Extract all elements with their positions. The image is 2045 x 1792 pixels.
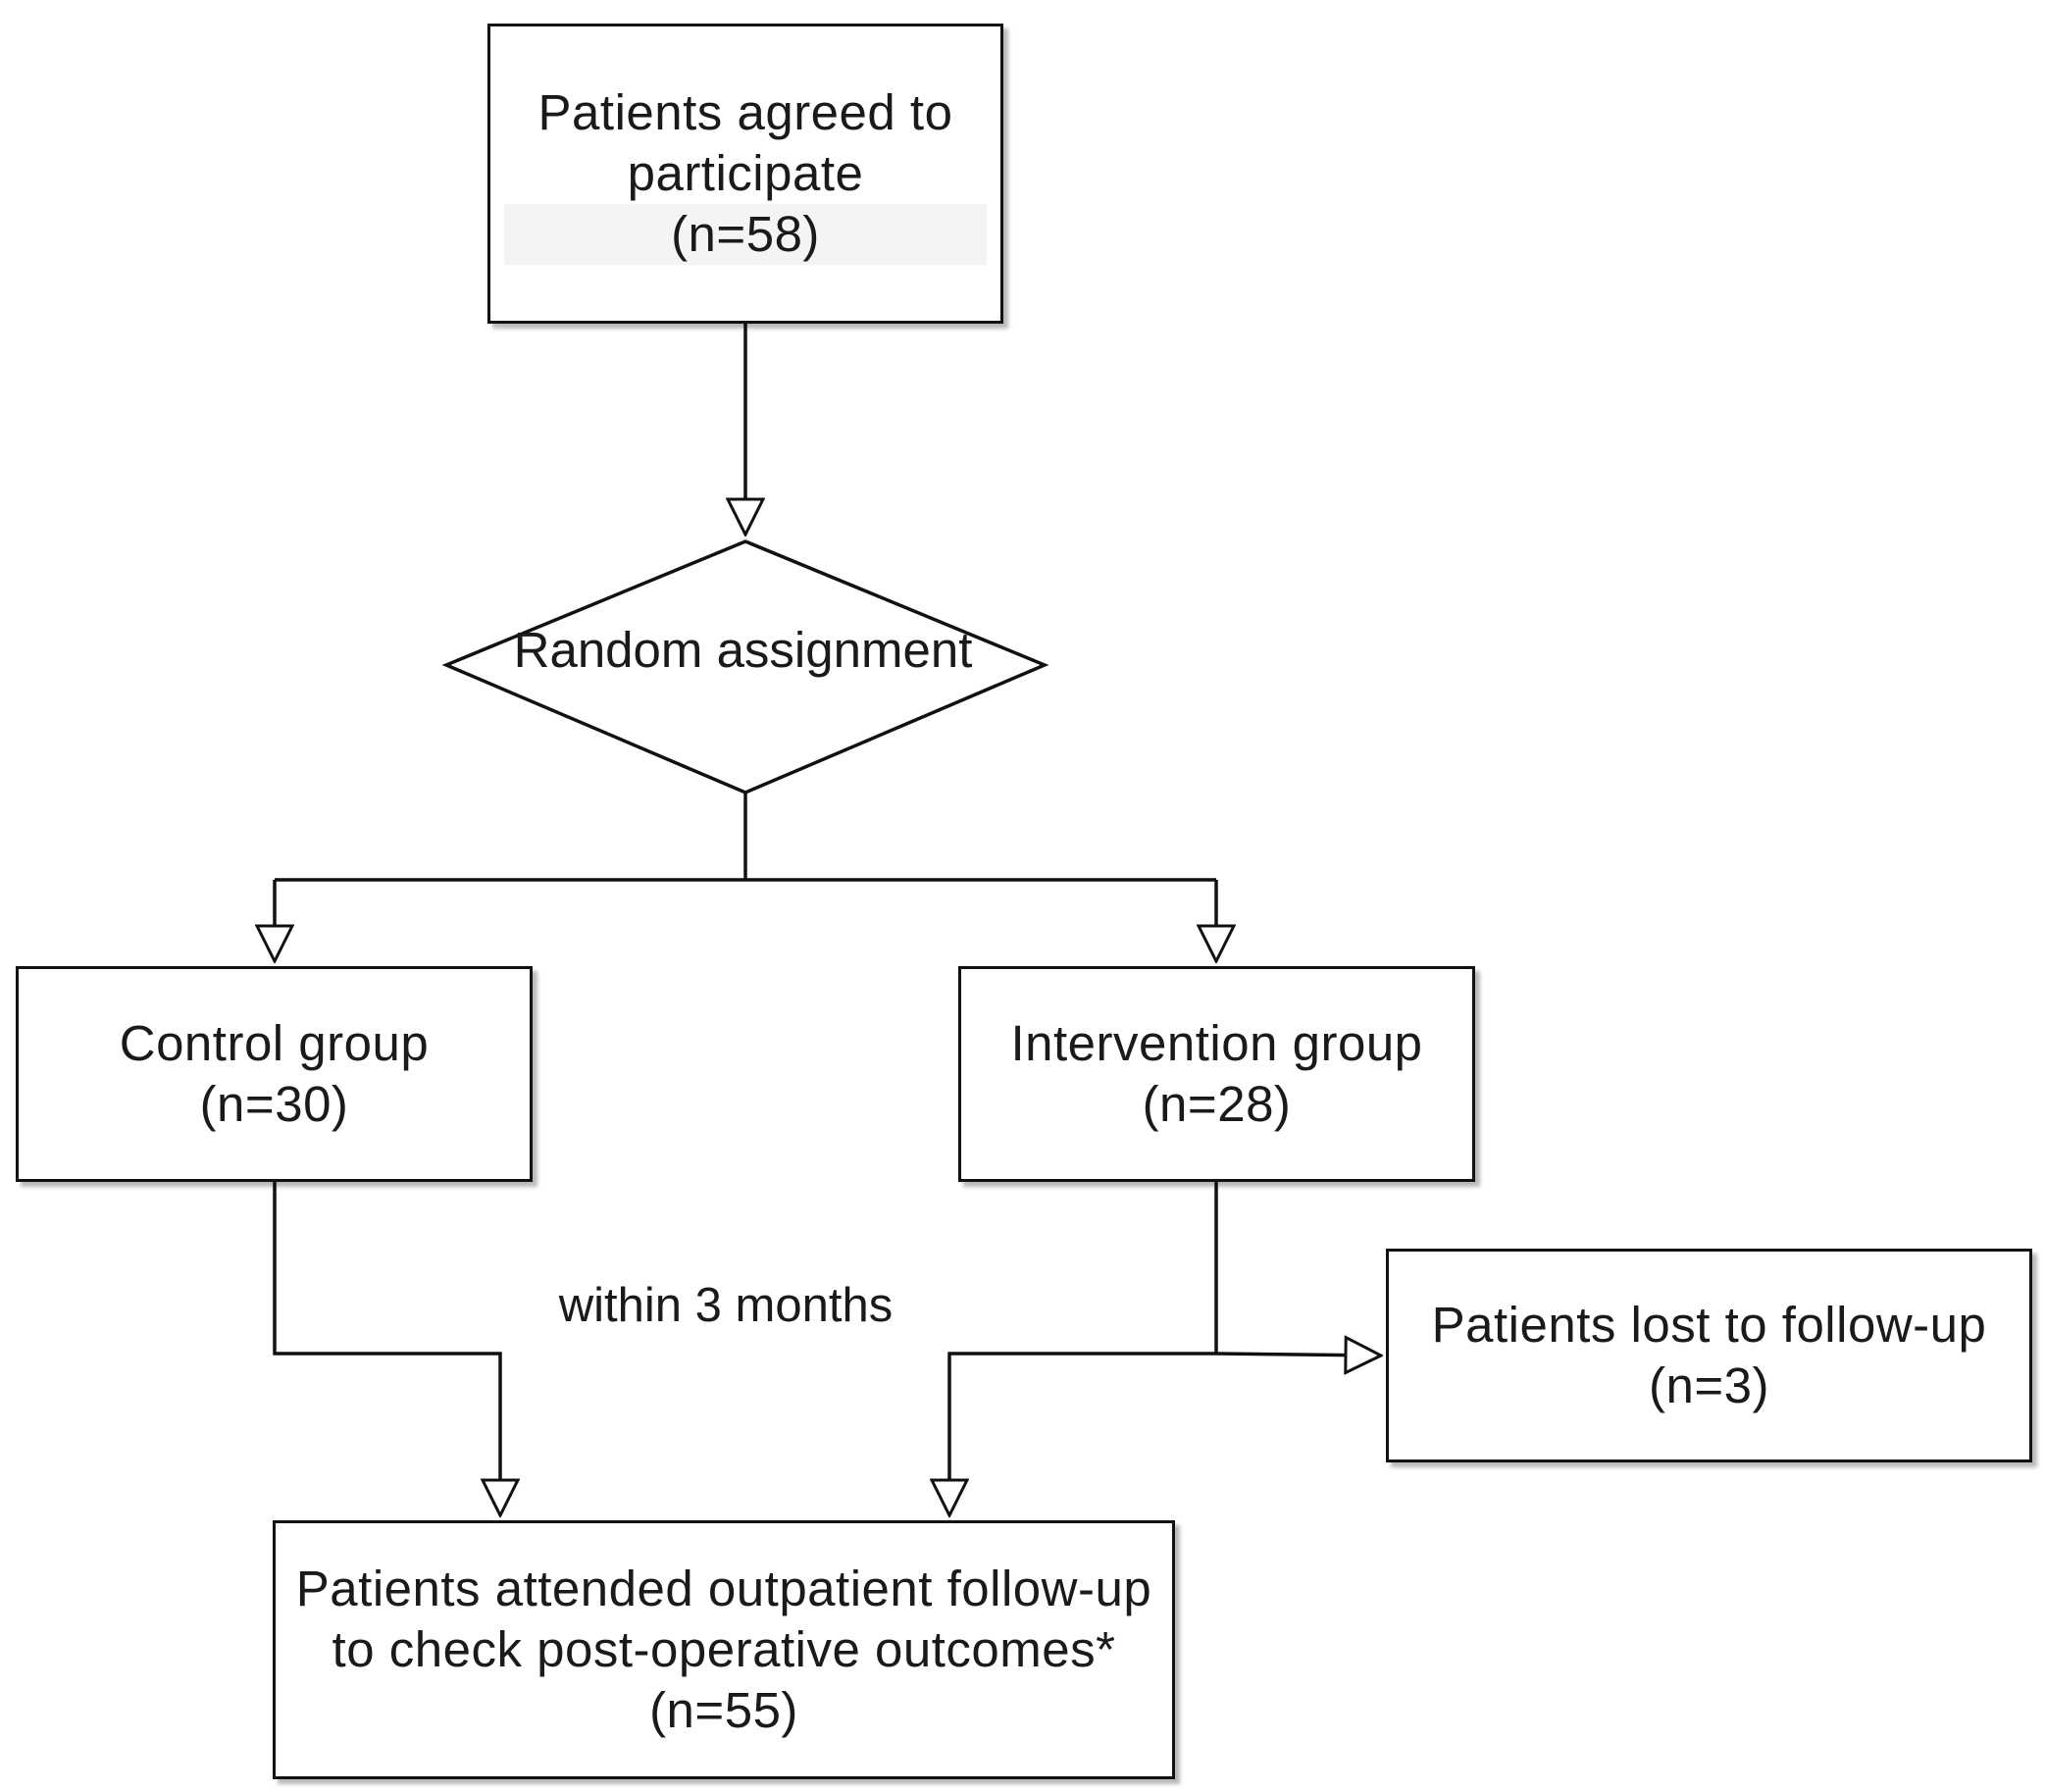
arrow-intervention-to-followup xyxy=(949,1352,1216,1515)
arrow-control-to-followup xyxy=(273,1182,500,1515)
node-control-group-label: Control group xyxy=(119,1015,430,1071)
node-lost-to-followup-label: Patients lost to follow-up xyxy=(1431,1297,1987,1353)
node-attended-followup-line1: Patients attended outpatient follow-up xyxy=(295,1561,1152,1616)
node-attended-followup: Patients attended outpatient follow-up t… xyxy=(273,1520,1175,1779)
node-patients-agreed-count: (n=58) xyxy=(504,204,987,265)
node-intervention-group: Intervention group (n=28) xyxy=(958,966,1475,1182)
edge-label-within-3-months: within 3 months xyxy=(558,1279,894,1332)
node-patients-agreed: Patients agreed to participate (n=58) xyxy=(487,24,1003,324)
decision-random-assignment-label: Random assignment xyxy=(513,622,973,678)
node-attended-followup-count: (n=55) xyxy=(649,1682,798,1738)
arrow-to-lost-followup xyxy=(1215,1354,1381,1356)
node-lost-to-followup-count: (n=3) xyxy=(1649,1357,1769,1413)
node-intervention-group-label: Intervention group xyxy=(1010,1015,1423,1071)
node-control-group-count: (n=30) xyxy=(199,1076,349,1132)
node-attended-followup-line2: to check post-operative outcomes* xyxy=(332,1621,1116,1677)
node-control-group: Control group (n=30) xyxy=(16,966,533,1182)
node-patients-agreed-line1: Patients agreed to xyxy=(537,84,953,140)
node-patients-agreed-line2: participate xyxy=(627,145,864,201)
node-lost-to-followup: Patients lost to follow-up (n=3) xyxy=(1386,1249,2032,1462)
node-intervention-group-count: (n=28) xyxy=(1142,1076,1292,1132)
